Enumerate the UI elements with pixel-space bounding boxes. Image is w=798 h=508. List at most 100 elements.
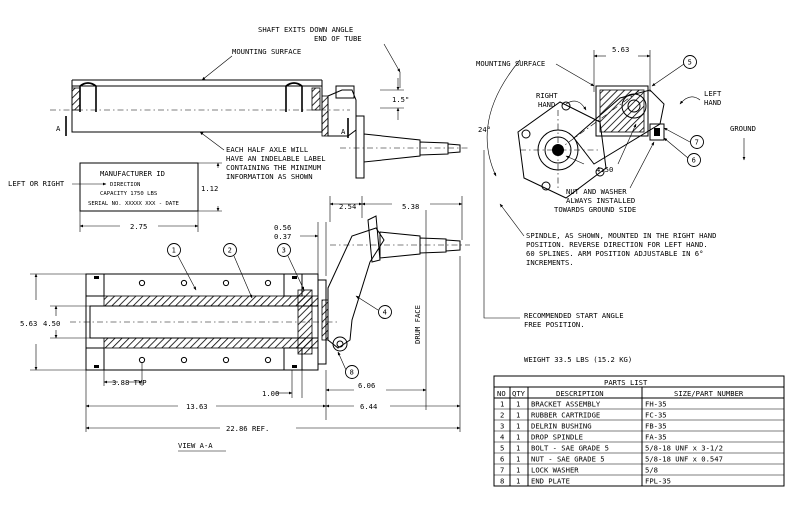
table-cell: 3 xyxy=(500,422,504,431)
id-dim-width: 2.75 xyxy=(130,222,147,231)
dim-6-44: 6.44 xyxy=(360,402,377,411)
dim-section-5-63: 5.63 xyxy=(20,319,37,328)
table-row: 8 1 END PLATE FPL-35 xyxy=(500,477,671,486)
side-mounting-surface-label: MOUNTING SURFACE xyxy=(476,59,545,68)
shaft-note-line2: END OF TUBE xyxy=(314,34,362,43)
table-cell: 5/8-18 UNF x 3-1/2 xyxy=(645,444,723,453)
shaft-note-line1: SHAFT EXITS DOWN ANGLE xyxy=(258,25,353,34)
parts-header-size: SIZE/PART NUMBER xyxy=(674,389,744,398)
table-cell: LOCK WASHER xyxy=(531,466,579,475)
table-cell: 1 xyxy=(516,411,520,420)
table-cell: 6 xyxy=(500,455,504,464)
svg-text:6: 6 xyxy=(692,157,696,165)
label-note-3: CONTAINING THE MINIMUM xyxy=(226,163,322,172)
angle-24: 24° xyxy=(478,125,491,134)
svg-text:8: 8 xyxy=(350,369,354,377)
ground-label: GROUND xyxy=(730,124,756,133)
label-note-1: EACH HALF AXLE WILL xyxy=(226,145,308,154)
table-cell: 1 xyxy=(516,422,520,431)
table-cell: 1 xyxy=(516,477,520,486)
dim-1-00: 1.00 xyxy=(262,389,279,398)
id-dim-height: 1.12 xyxy=(201,184,218,193)
table-cell: 1 xyxy=(516,433,520,442)
nut-note-2: ALWAYS INSTALLED xyxy=(566,196,635,205)
right-hand-line2: HAND xyxy=(538,100,555,109)
section-a-left: A xyxy=(56,124,61,133)
callout-8: 8 xyxy=(337,351,359,379)
callout-2: 2 xyxy=(223,243,253,299)
svg-text:3: 3 xyxy=(282,247,286,255)
callouts: 1 2 3 4 5 6 7 xyxy=(167,55,704,379)
spindle-note-4: INCREMENTS. xyxy=(526,258,574,267)
top-mounting-surface-label: MOUNTING SURFACE xyxy=(232,47,301,56)
id-label-box: MANUFACTURER ID DIRECTION CAPACITY 1750 … xyxy=(8,162,222,232)
svg-text:2: 2 xyxy=(228,247,232,255)
table-cell: END PLATE xyxy=(531,477,570,486)
table-cell: 4 xyxy=(500,433,504,442)
table-cell: FPL-35 xyxy=(645,477,671,486)
top-view: A A SHAFT EXITS DOWN ANGLE END OF TUBE M… xyxy=(50,25,470,181)
view-a-a-label: VIEW A-A xyxy=(178,441,213,450)
table-cell: 1 xyxy=(500,400,504,409)
table-cell: 5/8-18 UNF x 0.547 xyxy=(645,455,723,464)
table-cell: FC-35 xyxy=(645,411,667,420)
table-cell: FA-35 xyxy=(645,433,667,442)
table-cell: 5/8 xyxy=(645,466,658,475)
table-cell: 2 xyxy=(500,411,504,420)
table-cell: 5 xyxy=(500,444,504,453)
top-tube-body xyxy=(71,85,323,133)
table-row: 4 1 DROP SPINDLE FA-35 xyxy=(500,433,667,442)
start-angle-note-1: RECOMMENDED START ANGLE xyxy=(524,311,624,320)
drop-spindle-arm xyxy=(327,227,385,349)
right-hand-line1: RIGHT xyxy=(536,91,558,100)
callout-4: 4 xyxy=(355,295,392,319)
table-cell: 1 xyxy=(516,466,520,475)
id-serial: SERIAL NO. XXXXX XXX - DATE xyxy=(88,201,180,207)
parts-header-description: DESCRIPTION xyxy=(556,389,604,398)
table-row: 7 1 LOCK WASHER 5/8 xyxy=(500,466,658,475)
id-capacity: CAPACITY 1750 LBS xyxy=(100,191,157,197)
callout-5: 5 xyxy=(651,55,697,87)
svg-text:1: 1 xyxy=(172,247,176,255)
rubber-cartridge-bottom xyxy=(103,337,319,349)
side-dim-5-63: 5.63 xyxy=(612,45,629,54)
parts-header-no: NO xyxy=(497,389,506,398)
svg-text:5: 5 xyxy=(688,59,692,67)
rubber-cartridge-top xyxy=(103,295,319,307)
dim-5-38: 5.38 xyxy=(402,202,419,211)
table-row: 3 1 DELRIN BUSHING FB-35 xyxy=(500,422,667,431)
id-title: MANUFACTURER ID xyxy=(100,169,165,178)
table-cell: DROP SPINDLE xyxy=(531,433,583,442)
id-direction: DIRECTION xyxy=(110,182,140,188)
parts-header-qty: QTY xyxy=(512,389,526,398)
dim-22-86: 22.86 REF. xyxy=(226,424,269,433)
spindle-flange-side xyxy=(517,101,607,199)
dim-0-56: 0.56 xyxy=(274,223,291,232)
table-cell: FB-35 xyxy=(645,422,667,431)
table-cell: 1 xyxy=(516,400,520,409)
dim-13-63: 13.63 xyxy=(186,402,208,411)
callout-7: 7 xyxy=(663,127,704,149)
dim-2-54: 2.54 xyxy=(339,202,356,211)
label-note-4: INFORMATION AS SHOWN xyxy=(226,172,313,181)
callout-1: 1 xyxy=(167,243,197,291)
dim-1-5: 1.5" xyxy=(392,95,409,104)
start-angle-note-2: FREE POSITION. xyxy=(524,320,585,329)
left-hand-line2: HAND xyxy=(704,98,721,107)
table-cell: NUT - SAE GRADE 5 xyxy=(531,455,605,464)
dim-6-06: 6.06 xyxy=(358,381,375,390)
section-view: DRUM FACE 0.56 0.37 2.54 5.38 5.63 4.50 … xyxy=(20,196,470,452)
spindle-note-3: 60 SPLINES. ARM POSITION ADJUSTABLE IN 6… xyxy=(526,249,703,258)
table-cell: 7 xyxy=(500,466,504,475)
table-cell: DELRIN BUSHING xyxy=(531,422,592,431)
table-cell: 8 xyxy=(500,477,504,486)
table-cell: FH-35 xyxy=(645,400,667,409)
nut-note-1: NUT AND WASHER xyxy=(566,187,627,196)
side-view: MOUNTING SURFACE 5.63 RIGHT HAND xyxy=(476,45,756,329)
parts-list-table: PARTS LIST NO QTY DESCRIPTION SIZE/PART … xyxy=(493,375,785,487)
callout-6: 6 xyxy=(663,137,701,167)
svg-text:4: 4 xyxy=(383,309,387,317)
section-a-right: A xyxy=(341,127,346,136)
table-cell: 1 xyxy=(516,444,520,453)
